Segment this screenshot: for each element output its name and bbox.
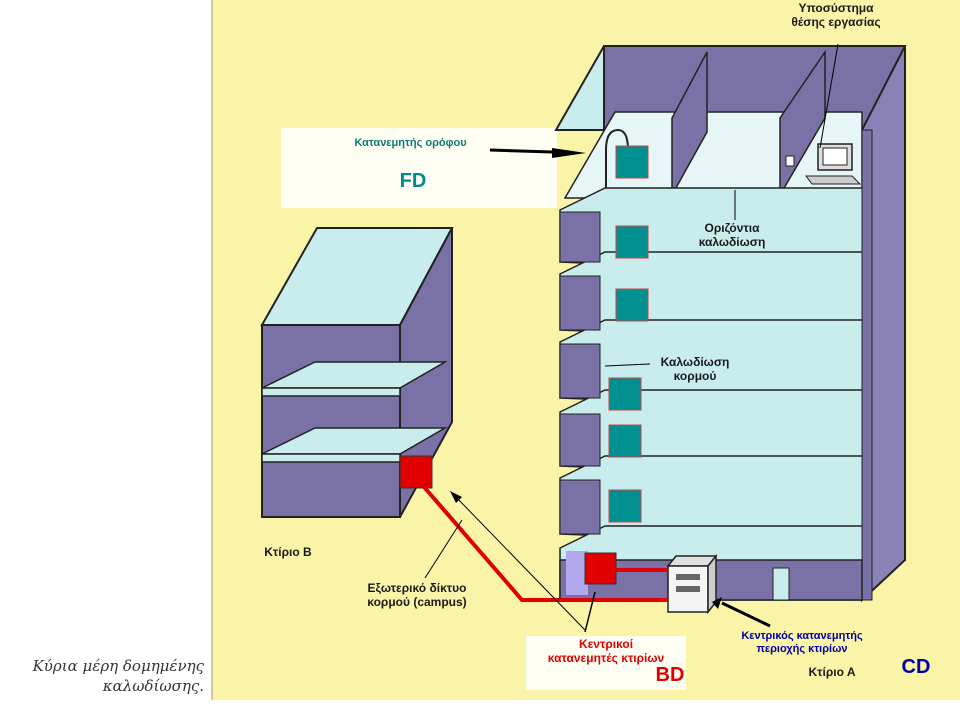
floor-distributor-box-1 — [615, 145, 649, 179]
workstation-label-line-2: θέσης εργασίας — [791, 14, 881, 29]
campus-backbone-label: Εξωτερικό δίκτυο κορμού (campus) — [352, 581, 482, 610]
floor-distributor-label: Κατανεμητής ορόφου — [354, 137, 467, 149]
campus-backbone-cable — [416, 478, 668, 602]
partition-wall-1 — [671, 51, 708, 198]
thin-arrow-line — [454, 495, 586, 631]
wall-strip-1 — [559, 211, 601, 263]
horizontal-label-line-1: Οριζόντια — [704, 221, 760, 235]
wall-outlet — [785, 155, 795, 167]
workstation-pointer-line — [819, 43, 839, 149]
backbone-label-line-1: Καλωδίωση — [660, 355, 730, 369]
fd-pointer-line — [489, 148, 553, 154]
cd-pointer-line — [721, 601, 771, 628]
figure-caption: Κύρια μέρη δομημένης καλωδίωσης. — [14, 656, 204, 697]
campus-distributor-line-2: περιοχής κτιρίων — [756, 642, 848, 655]
building-a-label: Κτίριο Α — [808, 665, 856, 679]
wall-strip-2 — [559, 275, 601, 331]
ground-floor-doorway — [772, 567, 790, 601]
building-distributors-label: Κεντρικοί κατανεμητές κτιρίων — [521, 637, 691, 666]
bd-label-panel — [526, 636, 686, 690]
building-distributors-line-1: Κεντρικοί — [578, 637, 634, 651]
building-b — [260, 227, 454, 518]
fd-abbreviation: FD — [399, 170, 427, 192]
horizontal-cabling-label: Οριζόντια καλωδίωση — [682, 221, 782, 250]
cd-pointer-arrowhead — [712, 597, 722, 609]
floor-distributor-box-6 — [608, 489, 642, 523]
building-distributors-line-2: κατανεμητές κτιρίων — [547, 650, 665, 665]
building-a — [554, 45, 907, 615]
building-b-floor-band-1 — [261, 387, 401, 397]
floor-distributor-box-4 — [608, 377, 642, 411]
campus-label-line-2: κορμού (campus) — [367, 594, 467, 609]
caption-line-1: Κύρια μέρη δομημένης — [32, 657, 204, 675]
horizontal-label-line-2: καλωδίωση — [698, 234, 766, 249]
building-b-label: Κτίριο Β — [264, 545, 312, 559]
backbone-label-line-2: κορμού — [673, 368, 717, 383]
building-b-front-face — [261, 324, 401, 518]
fd-label-panel — [281, 128, 557, 208]
bd-pointer-line — [584, 591, 596, 633]
thin-arrowhead — [450, 491, 462, 503]
building-a-right-edge — [861, 129, 873, 601]
campus-pointer-line — [424, 519, 463, 579]
campus-label-line-1: Εξωτερικό δίκτυο — [367, 581, 467, 595]
workstation-subsystem-label: Υποσύστημα θέσης εργασίας — [776, 1, 896, 30]
wall-strip-5 — [559, 479, 601, 535]
floor-distributor-box-5 — [608, 424, 642, 458]
campus-cabinet-slot-1 — [676, 574, 700, 580]
backbone-cabling-label: Καλωδίωση κορμού — [645, 355, 745, 384]
workstation-label-line-1: Υποσύστημα — [798, 1, 874, 15]
building-b-distributor-box — [399, 455, 433, 489]
cd-abbreviation: CD — [901, 656, 931, 678]
campus-distributor-line-1: Κεντρικός κατανεμητής — [741, 630, 863, 642]
fd-pointer-arrowhead — [552, 148, 586, 158]
wall-strip-3 — [559, 343, 601, 399]
computer-keyboard — [805, 175, 862, 185]
building-a-distributor-box — [584, 552, 617, 585]
campus-cabinet-slot-2 — [676, 586, 700, 592]
lavender-column — [566, 551, 588, 595]
bd-abbreviation: BD — [655, 664, 685, 686]
patch-cord — [605, 128, 629, 190]
caption-line-2: καλωδίωσης. — [102, 677, 204, 696]
campus-distributor-label: Κεντρικός κατανεμητής περιοχής κτιρίων — [712, 630, 892, 655]
computer-screen — [822, 147, 848, 166]
backbone-pointer-line — [604, 363, 651, 367]
floor-distributor-box-3 — [615, 288, 649, 322]
building-b-floor-band-2 — [261, 453, 401, 463]
wall-strip-4 — [559, 413, 601, 467]
floor-distributor-box-2 — [615, 225, 649, 259]
